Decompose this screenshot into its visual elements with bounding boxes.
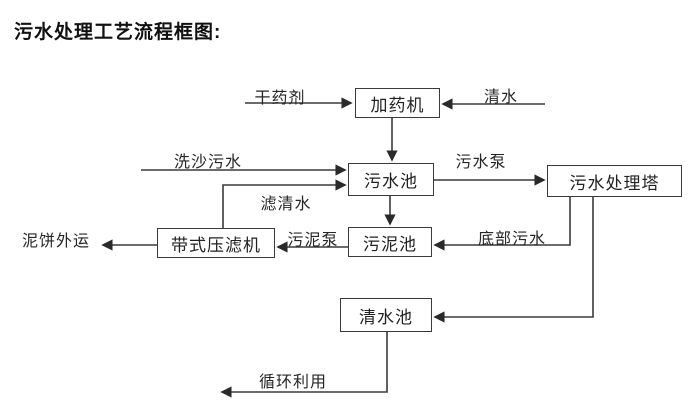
edge-tower-to-clean — [433, 197, 594, 323]
edge-recycle — [220, 332, 388, 398]
diagram-title: 污水处理工艺流程框图: — [14, 22, 222, 43]
node-sludge-pool: 污泥池 — [348, 227, 432, 257]
edge-label-sand-washing-sewage: 洗沙污水 — [173, 154, 243, 171]
node-sewage-pool: 污水池 — [348, 163, 434, 196]
edge-label-bottom-sewage: 底部污水 — [477, 231, 547, 248]
node-treatment-tower: 污水处理塔 — [547, 165, 682, 197]
edge-label-sewage-pump: 污水泵 — [455, 154, 507, 171]
edge-label-sludge-pump: 污泥泵 — [287, 232, 339, 249]
edge-label-clean-water-in: 清水 — [483, 89, 519, 106]
edge-label-mud-cake-out: 泥饼外运 — [21, 233, 91, 250]
edge-label-dry-agent: 干药剂 — [254, 90, 306, 107]
node-dosing-machine: 加药机 — [355, 88, 440, 118]
edge-label-recycle: 循环利用 — [258, 374, 328, 391]
node-belt-filter-press: 带式压滤机 — [157, 228, 275, 258]
node-clean-water-pool: 清水池 — [340, 298, 432, 332]
edge-filtered-water — [222, 179, 347, 228]
edge-bottom-sewage — [433, 197, 571, 251]
edge-label-filtered-water: 滤清水 — [260, 196, 312, 213]
